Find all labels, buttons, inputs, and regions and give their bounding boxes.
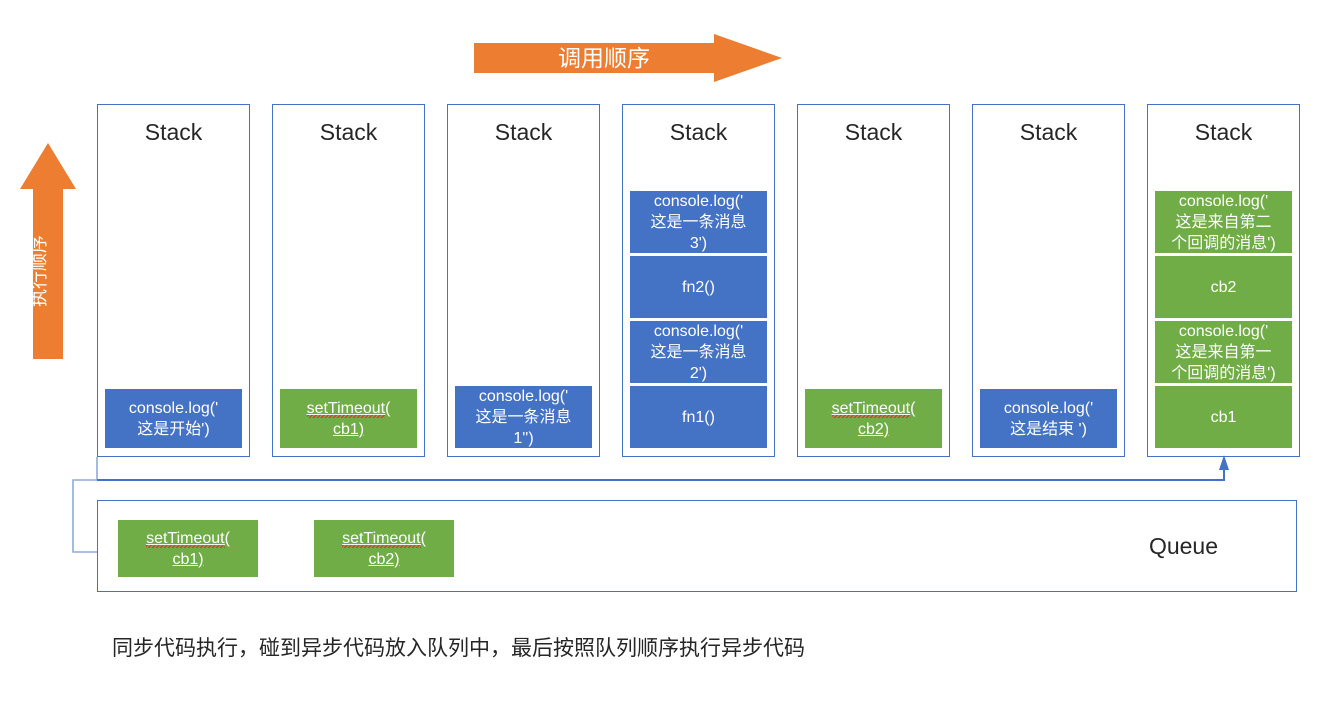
stack-frame: console.log(' 这是来自第一 个回调的消息') bbox=[1155, 321, 1292, 383]
queue-container: setTimeout( cb1) setTimeout( cb2) Queue bbox=[97, 500, 1297, 592]
call-order-arrow: 调用顺序 bbox=[474, 34, 782, 82]
stack-frame: fn2() bbox=[630, 256, 767, 318]
queue-item: setTimeout( cb2) bbox=[314, 520, 454, 577]
stack-frame: setTimeout( cb1) bbox=[280, 389, 417, 448]
stack-column-4: Stack fn1() console.log(' 这是一条消息 2') fn2() c… bbox=[622, 104, 775, 457]
stack-title: Stack bbox=[1019, 119, 1078, 145]
stack-frame-label: fn2() bbox=[682, 278, 715, 296]
stack-column-7: Stack cb1 console.log(' 这是来自第一 个回调的消息') cb2… bbox=[1147, 104, 1300, 457]
stack-title: Stack bbox=[669, 119, 728, 145]
stack-frames: fn1() console.log(' 这是一条消息 2') fn2() consol… bbox=[630, 191, 767, 448]
stack-title: Stack bbox=[144, 119, 203, 145]
call-order-arrow-label: 调用顺序 bbox=[558, 45, 650, 71]
spellcheck-underline: setTimeout bbox=[146, 529, 225, 548]
stack-frame: fn1() bbox=[630, 386, 767, 448]
stack-column-5: Stack setTimeout( cb2) bbox=[797, 104, 950, 457]
queue-item: setTimeout( cb1) bbox=[118, 520, 258, 577]
stack-frames: console.log(' 这是开始') bbox=[105, 389, 242, 448]
queue-item-label: setTimeout( cb1) bbox=[146, 529, 230, 568]
stack-frame: console.log(' 这是开始') bbox=[105, 389, 242, 448]
execution-order-arrow-head-icon bbox=[20, 143, 76, 189]
queue-item-label: setTimeout( cb2) bbox=[342, 529, 426, 568]
stack-column-6: Stack console.log(' 这是结束 ') bbox=[972, 104, 1125, 457]
stack-column-1: Stack console.log(' 这是开始') bbox=[97, 104, 250, 457]
stack-frames: setTimeout( cb1) bbox=[280, 389, 417, 448]
stack-frame-label: console.log(' 这是开始') bbox=[128, 399, 219, 438]
stack-frame-label: console.log(' 这是一条消息 2') bbox=[650, 322, 747, 382]
stack-frame-label: setTimeout( cb1) bbox=[306, 399, 391, 438]
stack-frame: console.log(' 这是一条消息 1'') bbox=[455, 386, 592, 448]
stack-title: Stack bbox=[319, 119, 378, 145]
spellcheck-underline: setTimeout bbox=[306, 399, 386, 418]
stack-frame: cb1 bbox=[1155, 386, 1292, 448]
diagram-caption: 同步代码执行，碰到异步代码放入队列中，最后按照队列顺序执行异步代码 bbox=[112, 637, 805, 660]
call-order-arrow-shaft bbox=[474, 43, 714, 73]
spellcheck-underline: setTimeout bbox=[831, 399, 911, 418]
stack-frames: setTimeout( cb2) bbox=[805, 389, 942, 448]
stack-frame: console.log(' 这是结束 ') bbox=[980, 389, 1117, 448]
stack-frame-label: fn1() bbox=[682, 408, 715, 426]
execution-order-arrow-label: 执行顺序 bbox=[29, 235, 49, 307]
stack-frame: cb2 bbox=[1155, 256, 1292, 318]
stack-frame-label: cb2 bbox=[1210, 278, 1237, 296]
stack-column-2: Stack setTimeout( cb1) bbox=[272, 104, 425, 457]
stack-frame-label: console.log(' 这是来自第二 个回调的消息') bbox=[1171, 192, 1276, 252]
stack-frame-label: console.log(' 这是一条消息 3') bbox=[650, 192, 747, 252]
queue-label: Queue bbox=[1148, 533, 1218, 559]
stack-title: Stack bbox=[1194, 119, 1253, 145]
stack-frame-label: console.log(' 这是来自第一 个回调的消息') bbox=[1171, 322, 1276, 382]
stack-frame-label: cb1 bbox=[1210, 408, 1237, 426]
execution-order-arrow: 执行顺序 bbox=[20, 143, 76, 359]
stack-frames: console.log(' 这是一条消息 1'') bbox=[455, 386, 592, 448]
stack-frames: console.log(' 这是结束 ') bbox=[980, 389, 1117, 448]
stack-frame: console.log(' 这是一条消息 3') bbox=[630, 191, 767, 253]
stack-frame: console.log(' 这是一条消息 2') bbox=[630, 321, 767, 383]
stack-frame: setTimeout( cb2) bbox=[805, 389, 942, 448]
stack-frame-label: console.log(' 这是一条消息 1'') bbox=[475, 387, 572, 447]
stack-frame: console.log(' 这是来自第二 个回调的消息') bbox=[1155, 191, 1292, 253]
stack-frame-label: setTimeout( cb2) bbox=[831, 399, 916, 438]
stack-title: Stack bbox=[494, 119, 553, 145]
spellcheck-underline: setTimeout bbox=[342, 529, 421, 548]
stack-frames: cb1 console.log(' 这是来自第一 个回调的消息') cb2 conso… bbox=[1155, 191, 1292, 448]
queue-items: setTimeout( cb1) setTimeout( cb2) bbox=[118, 520, 454, 577]
stack-frame-label: console.log(' 这是结束 ') bbox=[1003, 399, 1094, 438]
execution-order-arrow-shaft bbox=[33, 185, 63, 359]
call-order-arrow-head-icon bbox=[714, 34, 782, 82]
stack-title: Stack bbox=[844, 119, 903, 145]
stack-column-3: Stack console.log(' 这是一条消息 1'') bbox=[447, 104, 600, 457]
